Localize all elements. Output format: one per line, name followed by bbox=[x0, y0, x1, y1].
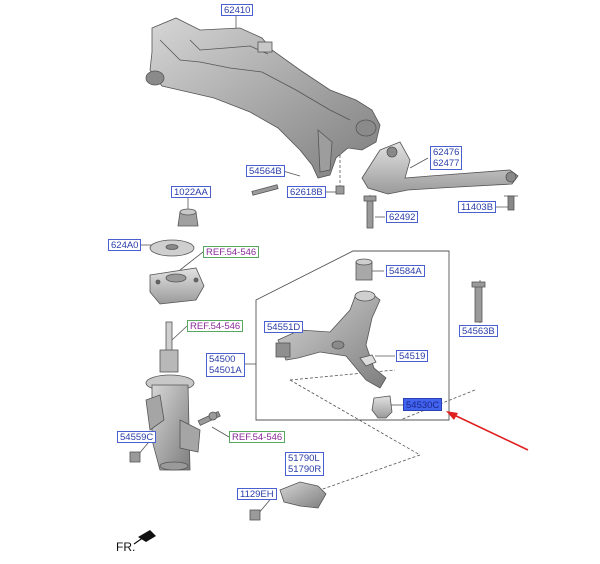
assembly-group-box bbox=[255, 250, 450, 421]
clip bbox=[359, 354, 377, 367]
ref-link-a[interactable]: REF.54-546 bbox=[203, 246, 260, 258]
label-62618B[interactable]: 62618B bbox=[287, 186, 326, 198]
label-54530C-highlighted[interactable]: 54530C bbox=[403, 398, 443, 411]
highlight-arrow bbox=[446, 411, 529, 451]
label-62410[interactable]: 62410 bbox=[221, 4, 254, 16]
front-direction-arrow bbox=[133, 530, 156, 545]
label-54519[interactable]: 54519 bbox=[396, 350, 429, 362]
strut-mount bbox=[149, 267, 205, 305]
ball-joint bbox=[371, 395, 393, 419]
front-subframe bbox=[145, 17, 381, 179]
label-624A0[interactable]: 624A0 bbox=[108, 239, 142, 251]
label-62492[interactable]: 62492 bbox=[386, 211, 419, 223]
label-62476-62477[interactable]: 62476 62477 bbox=[430, 146, 463, 170]
label-11403B[interactable]: 11403B bbox=[458, 201, 497, 213]
lower-control-arm bbox=[275, 290, 387, 389]
label-51790L-51790R[interactable]: 51790L 51790R bbox=[285, 452, 325, 476]
top-nut bbox=[177, 208, 199, 227]
strut-assembly bbox=[145, 321, 201, 471]
label-54500: 54500 bbox=[209, 354, 236, 365]
insulator-plate bbox=[149, 239, 195, 257]
bushing bbox=[355, 258, 373, 281]
label-54500-54501A[interactable]: 54500 54501A bbox=[206, 353, 245, 377]
label-1022AA[interactable]: 1022AA bbox=[171, 186, 211, 198]
label-54563B[interactable]: 54563B bbox=[459, 325, 498, 337]
label-62476: 62476 bbox=[433, 147, 460, 158]
label-51790L: 51790L bbox=[288, 453, 320, 464]
front-direction-label: FR. bbox=[116, 540, 136, 554]
label-54551D[interactable]: 54551D bbox=[264, 321, 304, 333]
label-54501A: 54501A bbox=[209, 365, 242, 376]
ref-link-c[interactable]: REF.54-546 bbox=[229, 431, 286, 443]
rear-arm bbox=[361, 141, 519, 211]
label-54559C[interactable]: 54559C bbox=[117, 431, 157, 443]
label-51790R: 51790R bbox=[288, 464, 322, 475]
ref-link-b[interactable]: REF.54-546 bbox=[187, 320, 244, 332]
label-62477: 62477 bbox=[433, 158, 460, 169]
bolts bbox=[129, 184, 486, 521]
label-54564B[interactable]: 54564B bbox=[246, 165, 285, 177]
knuckle-bracket bbox=[279, 481, 327, 509]
label-1129EH[interactable]: 1129EH bbox=[237, 488, 277, 500]
label-54584A[interactable]: 54584A bbox=[386, 265, 425, 277]
